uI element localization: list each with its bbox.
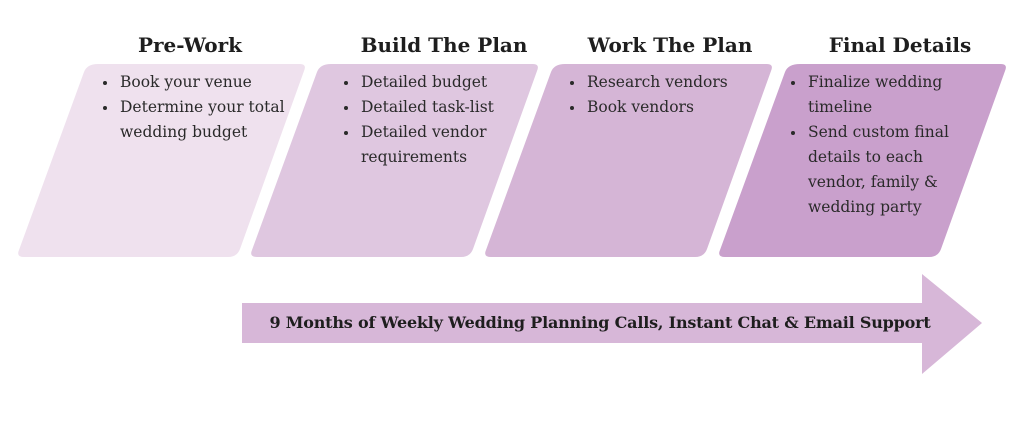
phase-shape-work-the-plan <box>485 64 772 257</box>
list-item: Book vendors <box>585 95 765 120</box>
list-item: Send custom final details to each vendor… <box>806 120 974 220</box>
phase-shape-final-details <box>719 64 1006 257</box>
timeline-arrow-label: 9 Months of Weekly Wedding Planning Call… <box>269 313 931 332</box>
phase-shape-build-the-plan <box>251 64 538 257</box>
list-item: Detailed task-list <box>359 95 539 120</box>
phase-items-pre-work: Book your venue Determine your total wed… <box>98 70 288 145</box>
phase-items-final-details: Finalize wedding timeline Send custom fi… <box>786 70 974 220</box>
phase-title-build-the-plan: Build The Plan <box>360 33 528 57</box>
phase-title-pre-work: Pre-Work <box>137 33 243 57</box>
list-item: Detailed budget <box>359 70 539 95</box>
list-item: Finalize wedding timeline <box>806 70 974 120</box>
list-item: Detailed vendor requirements <box>359 120 539 170</box>
phase-shape-pre-work <box>18 64 305 257</box>
phase-items-work-the-plan: Research vendors Book vendors <box>565 70 765 120</box>
list-item: Determine your total wedding budget <box>118 95 288 145</box>
timeline-arrow-shape <box>242 274 982 374</box>
phase-title-work-the-plan: Work The Plan <box>587 33 753 57</box>
list-item: Book your venue <box>118 70 288 95</box>
phase-items-build-the-plan: Detailed budget Detailed task-list Detai… <box>339 70 539 170</box>
list-item: Research vendors <box>585 70 765 95</box>
phase-title-final-details: Final Details <box>828 33 972 57</box>
